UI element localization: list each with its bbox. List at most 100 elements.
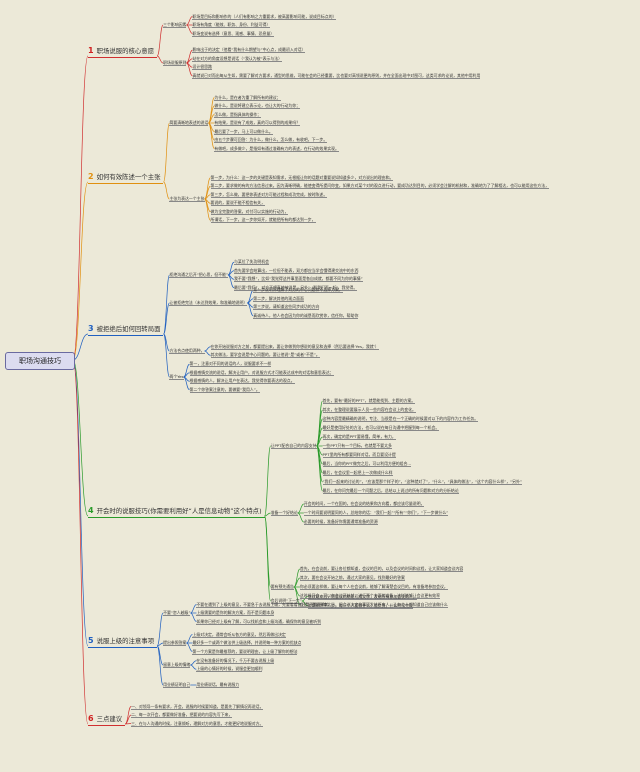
leaf-item[interactable]: 最后，在你问完最后一个问题之后，总结以上说过的所有问题和对方的分析结论 — [322, 488, 459, 494]
leaf-item[interactable]: 不要在遇到了上级的意见，不要急于去说服上级，先要看看自己是不是正确的 — [196, 601, 329, 608]
leaf-item[interactable]: 真就说已对而出每从生如，需要了解对方要求，通型的思维，可能在会的已经重要，比也要… — [192, 72, 481, 79]
sub-topic[interactable]: 三个影响因素 — [163, 22, 187, 28]
sub-topic[interactable]: 职场说服原则 — [163, 60, 187, 66]
leaf-item[interactable]: 一、对领导一条有要求，开会，说服的时候要知道，是要先了解情况再说话， — [131, 703, 264, 710]
leaf-item[interactable]: 第一步说明你理解了对方的中心问题和不选择方案， — [253, 287, 343, 294]
leaf-item[interactable]: 最好是使用好处的方法，也可以说在每日沟通中把握到每一个机会。 — [322, 425, 440, 431]
leaf-item[interactable]: 其次做法，要学会说是中心问题的，要让他说“是”或者“不是”。 — [210, 352, 320, 359]
sub-topic[interactable]: 拒绝沟通之后开“把心思，但不能” — [169, 272, 228, 278]
leaf-item[interactable]: 与某位了失功明机会 — [233, 259, 269, 266]
leaf-item[interactable]: 影响出于的决定（他看“我有什么期望与”中心点，成最初入对话） — [192, 47, 306, 54]
leaf-item[interactable]: 在你开始说服对方之前，都要提出来，要让你做到你想说的意见和选择（然后要选择‘Ye… — [210, 343, 379, 350]
sub-topic[interactable]: 让被拒绝完法（未达到效果，和准确地说明） — [169, 300, 248, 306]
leaf-item[interactable]: 怎么做，是指具体的操作； — [214, 111, 262, 118]
leaf-item[interactable]: 一个时间要说明要同的人，总结你的话：“我们一起”“所有”“你们”，“下一步做什么… — [303, 510, 449, 516]
leaf-item[interactable]: 第一，注意对不同的说话的人，说服要求不一样 — [189, 361, 272, 368]
leaf-link — [186, 24, 193, 34]
leaf-item[interactable]: 职场变说有选择（意思、观感、事情、恐息量） — [192, 30, 275, 37]
leaf-link — [190, 612, 197, 622]
leaf-item[interactable]: 上级的心情好的时候，说服会更加顺利 — [196, 666, 263, 673]
leaf-link — [247, 302, 254, 317]
leaf-item[interactable]: 第一个方案是你最推荐的，要说明理由，让上级了解你的想法 — [192, 648, 298, 655]
leaf-link — [186, 62, 193, 77]
leaf-item[interactable]: 最后要“我们”，对方不想真地被说是。另外：‘那我们再一起’，我觉得。 — [233, 284, 358, 291]
branch-title: 如何有效陈述一个主张 — [96, 173, 161, 181]
leaf-item[interactable]: 为什么，是在者为重了解所有的建议； — [214, 94, 281, 101]
branch-link-6 — [72, 359, 89, 725]
leaf-item[interactable]: 做什么，是说将建立表示论，也让大的行动为你； — [214, 103, 300, 109]
leaf-link — [190, 664, 197, 670]
leaf-item[interactable]: 有结果，是说有了成效，真的可以得到的成果吗？ — [214, 120, 300, 126]
leaf-item[interactable]: 我不要“我想”，比如“我觉得这件事里面是各自成就，都要不同为你的事情” — [233, 276, 363, 283]
leaf-item[interactable]: 如果你已经对上级有了解，可以找机会和上级沟通，确保你的意见被听到 — [196, 618, 321, 625]
sub-topic[interactable]: 留意上级的情绪 — [163, 662, 191, 668]
branch-number: 3 — [88, 324, 94, 333]
leaf-item[interactable]: “我们一起来的讨论的”，“应该是那个样子的”，“这种就对了”，“什么”，“具体的… — [322, 479, 522, 485]
sub-topic[interactable]: 要有预先通告 — [270, 584, 294, 590]
leaf-item[interactable]: 开会的时间，一个在国的，在会议的结果和方向看，都应该尽量说明， — [303, 501, 425, 507]
leaf-item[interactable]: 第三步，怎么做，要把你表述对方可能过程和成功完成，按时陈述。 — [210, 191, 328, 198]
sub-topic[interactable]: 提出参照答案 — [163, 640, 187, 646]
branch-title: 被拒绝后如何回转局面 — [96, 325, 161, 333]
leaf-item[interactable]: 必要的时候，准备好你需要通常准备的资源 — [303, 519, 378, 525]
leaf-item[interactable]: 其次，在整理说要展示人员一些内容在会议上的变化。 — [322, 407, 416, 413]
sub-topic[interactable]: 简要清晰地表述的说话 — [169, 120, 209, 126]
leaf-item[interactable]: 会议结束后，把会议的结论写成文字，发给所有参加会议的人， — [307, 593, 417, 600]
leaf-item[interactable]: 站在对方的角度设想是说话（“我认为被”表示与法） — [192, 55, 283, 62]
leaf-item[interactable]: 上级需要的是你的解决方案，而不是问题本身 — [196, 610, 275, 616]
sub-topic[interactable]: 用业绩证明自己 — [163, 682, 191, 688]
leaf-item[interactable]: PPT里的所有都要同样对话，而且要设计提 — [322, 452, 396, 458]
leaf-item[interactable]: 真诚待人，他人也会因为你的诚恳而欣赏你，信任你，帮助你 — [253, 312, 359, 319]
sub-topic[interactable]: 方法合点使用两种， — [169, 348, 205, 354]
root-node[interactable]: 职场沟通技巧 — [5, 352, 75, 370]
leaf-item[interactable]: 第二个你答案注意的，要做要“我用人”。 — [189, 386, 260, 393]
leaf-item[interactable]: 你必须要这样做，要让每个人在会议前，能够了解清楚会议目的，有准备地参加会议， — [299, 584, 448, 590]
leaf-item[interactable]: 用业绩说话，最有说服力 — [196, 682, 240, 688]
leaf-item[interactable]: 职场是目标和影响作的（人们有影响之力重要求，被高要影响可能，说成目标点的） — [192, 13, 337, 20]
leaf-item[interactable]: 根据感情交流的说话，解决让用户，对说服方式才可能表达成中的对话和意思表达； — [189, 369, 334, 376]
leaf-item[interactable]: 第二步，解决其他的观点面面 — [253, 295, 304, 302]
leaf-item[interactable]: 要说明：下一步，每一个人要做什么，谁负责，什么时候完成 — [307, 602, 413, 609]
leaf-item[interactable]: 第二步，要求做的有的方法信息过来。因为清晰明确，能使变得所提问你变，如果方对某个… — [210, 183, 549, 190]
leaf-item[interactable]: 其次，要在会议开始之前，通过大家的意见，找到最好的答案 — [299, 575, 405, 581]
leaf-item[interactable]: 再次，确定的是PPT要易懂，简单，有力， — [322, 434, 396, 440]
leaf-item[interactable]: 根据感情的人，解决让用户在表达，我觉得你要表达的观点。 — [189, 378, 295, 385]
leaf-item[interactable]: 要说的，要说不能不相信有关， — [210, 200, 265, 207]
sub-topic[interactable]: 让PPT配合自己的内容支持 — [270, 443, 317, 449]
leaf-item[interactable]: 做为全完整的答案，对付可以实施的行动为， — [210, 208, 289, 215]
sub-topic[interactable]: 会后说明“下一步” — [270, 598, 302, 604]
leaf-item[interactable]: 有做吧，成多做少，是指如有通过准确有力的表述，在行动的效果实现。 — [214, 145, 339, 152]
sub-topic[interactable]: 准备一个好结论 — [270, 510, 298, 516]
leaf-item[interactable]: 三、在与人沟通的时候，注意倾听，理解对方的意思，才能更好地说服对方。 — [131, 720, 264, 727]
leaf-item[interactable]: 由五个步骤可回答：为什么，做什么，怎么做，有收吧，下一步。 — [214, 137, 328, 143]
leaf-item[interactable]: 最后，当你的PPT做完之后，可以利用方便的组合... — [322, 461, 412, 467]
leaf-item[interactable]: 二、每一次开会，都要做好准备，把要说的内容先写下来， — [131, 712, 233, 718]
leaf-item[interactable]: 这种内容是最精确的说明，专注、当很是在一个正确的时候要对以下的内容作为工作任务。 — [322, 416, 479, 422]
leaf-item[interactable]: 第三步说，请知道这些同步成功的方向 — [253, 304, 320, 311]
leaf-item[interactable]: 上级对决定，通常会听从各方的意见，然后再做出决定 — [192, 631, 286, 638]
leaf-item[interactable]: 一些PPT只有一个目标，也就是不要太多 — [322, 443, 392, 449]
leaf-item[interactable]: 第一步，为什么：这一步的关键是表知需求，无根据让你的话题对重要说如知道多少，对方… — [210, 174, 394, 181]
leaf-item[interactable]: 最好多一个或两个做法供上级选择，并说明每一种方案的优缺点 — [192, 640, 302, 646]
leaf-link — [316, 445, 323, 492]
leaf-item[interactable]: 最后，在会议里一起把上一次做成什么样 — [322, 470, 393, 476]
leaf-item[interactable]: 在没有准备好的情况下，千万不要去说服上级 — [196, 657, 275, 664]
leaf-item[interactable]: 职场有角度（能效、职务、身份、利益可得） — [192, 22, 271, 28]
leaf-item[interactable]: 设计很思路 — [192, 64, 212, 71]
leaf-item[interactable]: 最后要了一步，马上可以做什么。 — [214, 128, 273, 135]
leaf-item[interactable]: 所谓话，下一步，这一步你如开，就能把所有的都达到一步， — [210, 217, 316, 224]
sub-topic[interactable]: 不要“忽人越级” — [163, 610, 191, 616]
leaf-item[interactable]: 首先，要有“最好的PPT”，就是能找到、主题的方案。 — [322, 398, 416, 404]
leaf-item[interactable]: 首先要学会结算出，一位但不能表，双方都应当学会懂得建交流中的东西 — [233, 267, 359, 274]
sub-topic[interactable]: 主张为表达一个主张 — [169, 196, 205, 202]
sub-topic[interactable]: 两个Yes — [169, 374, 184, 380]
leaf-item[interactable]: 首先，在会议前，要让各位都知道，会议的目的，以及会议的时间和议程，让大家知道会议… — [299, 566, 464, 572]
child-link — [264, 515, 271, 602]
branch-number: 6 — [88, 714, 94, 723]
